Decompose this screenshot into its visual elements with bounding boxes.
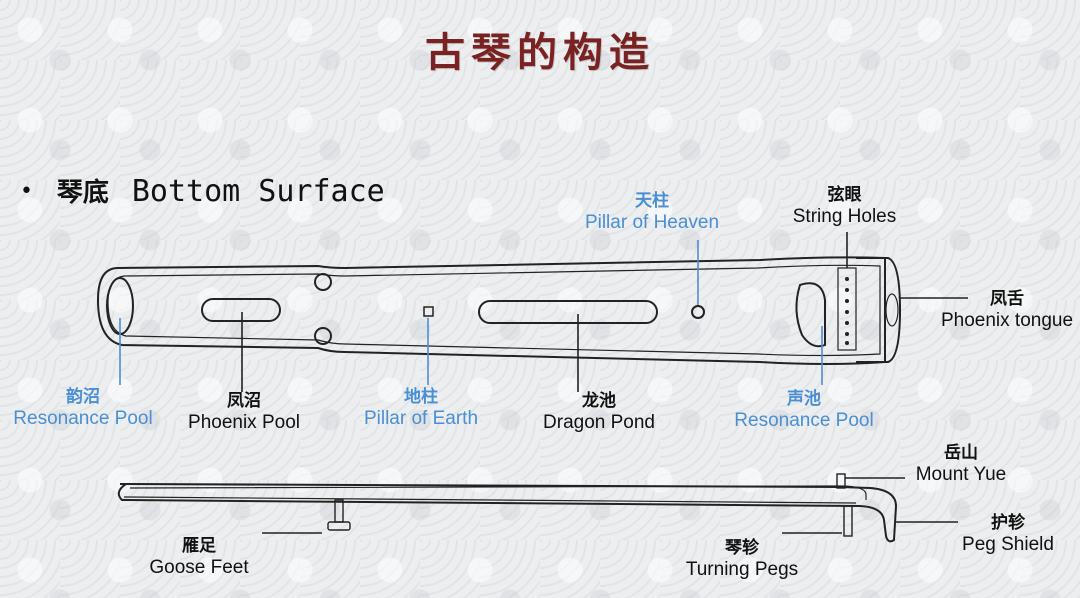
label-en: Resonance Pool [734, 409, 874, 431]
label-zh: 弦眼 [827, 185, 862, 205]
label-string-holes: 弦眼 String Holes [782, 185, 907, 227]
label-zh: 韵沼 [66, 387, 100, 407]
phoenix-pool-opening [201, 298, 281, 322]
resonance-pool-right-opening [795, 282, 826, 348]
label-pillar-of-heaven: 天柱 Pillar of Heaven [572, 191, 732, 233]
qin-side-view [117, 473, 898, 543]
label-resonance-pool-right: 声池 Resonance Pool [726, 389, 882, 431]
label-en: Peg Shield [962, 533, 1054, 555]
label-en: Pillar of Earth [363, 407, 479, 429]
label-zh: 琴轸 [725, 538, 759, 558]
label-zh: 天柱 [635, 191, 669, 211]
head-end-cap [856, 257, 902, 363]
leader-lines-side [262, 477, 958, 534]
section-heading: • 琴底 Bottom Surface [20, 172, 385, 209]
label-dragon-pond: 龙池 Dragon Pond [526, 391, 672, 433]
label-zh: 雁足 [182, 536, 216, 556]
label-resonance-pool-left: 韵沼 Resonance Pool [4, 387, 162, 429]
qin-body-outline [96, 256, 886, 365]
side-bottom-line [123, 496, 857, 504]
label-en: Turning Pegs [685, 558, 799, 580]
label-zh: 声池 [787, 389, 821, 409]
section-title-en: Bottom Surface [131, 174, 385, 209]
label-en: Mount Yue [915, 463, 1007, 485]
label-en: Dragon Pond [543, 411, 655, 433]
pillar-of-heaven-mark [691, 305, 705, 319]
notch-top [314, 273, 332, 291]
page-title: 古琴的构造 [425, 29, 655, 76]
label-en: Resonance Pool [13, 407, 153, 429]
label-zh: 龙池 [582, 391, 616, 411]
qin-bottom-view [96, 256, 902, 365]
label-zh: 地柱 [404, 387, 438, 407]
label-pillar-of-earth: 地柱 Pillar of Earth [352, 387, 490, 429]
label-turning-pegs: 琴轸 Turning Pegs [676, 538, 808, 580]
goose-foot-base [327, 521, 351, 531]
label-zh: 凤沼 [227, 391, 261, 411]
mount-yue-bump [836, 473, 846, 489]
string-hole-dots [845, 277, 849, 345]
side-body-outline [117, 483, 898, 543]
label-en: Goose Feet [149, 556, 249, 578]
pillar-of-earth-mark [423, 306, 434, 317]
label-mount-yue: 岳山 Mount Yue [906, 443, 1016, 485]
label-goose-feet: 雁足 Goose Feet [138, 536, 260, 578]
label-zh: 岳山 [944, 443, 978, 463]
phoenix-tongue-end [885, 293, 899, 327]
label-en: String Holes [792, 205, 897, 227]
dragon-pond-opening [478, 300, 658, 324]
label-en: Pillar of Heaven [584, 211, 720, 233]
goose-foot-stem [334, 499, 344, 523]
label-phoenix-tongue: 凤舌 Phoenix tongue [934, 289, 1080, 331]
turning-peg [843, 505, 853, 537]
notch-bottom [314, 327, 332, 345]
section-title-zh: 琴底 [56, 178, 109, 208]
leader-lines-top [119, 232, 968, 392]
label-en: Phoenix tongue [940, 309, 1074, 331]
label-peg-shield: 护轸 Peg Shield [952, 513, 1064, 555]
label-en: Phoenix Pool [188, 411, 300, 433]
label-phoenix-pool: 凤沼 Phoenix Pool [176, 391, 312, 433]
label-zh: 护轸 [991, 513, 1025, 533]
bullet-dot: • [20, 179, 33, 204]
side-top-line [129, 485, 867, 500]
qin-body-inner-outline [107, 264, 881, 357]
label-zh: 凤舌 [990, 289, 1024, 309]
